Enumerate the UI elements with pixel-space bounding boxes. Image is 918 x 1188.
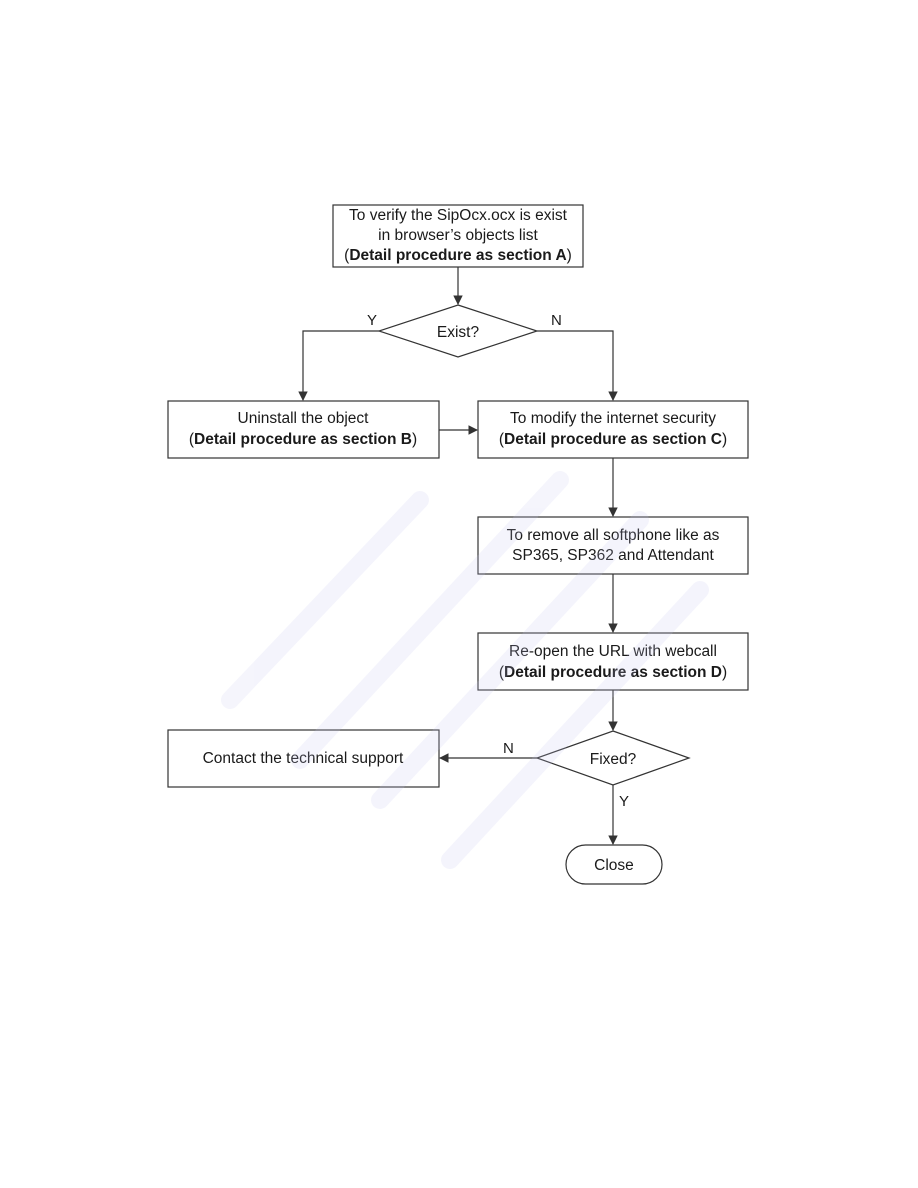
node-verify-line-2: in browser’s objects list xyxy=(378,227,538,244)
node-modify-ref: (Detail procedure as section C) xyxy=(499,431,727,448)
node-uninstall: Uninstall the object (Detail procedure a… xyxy=(167,400,440,459)
node-close-label: Close xyxy=(594,857,634,874)
node-remove-line-2: SP365, SP362 and Attendant xyxy=(512,547,714,564)
node-verify: To verify the SipOcx.ocx is exist in bro… xyxy=(332,204,584,268)
edge-label-exist-no: N xyxy=(551,312,562,329)
node-close: Close xyxy=(565,844,663,885)
node-reopen-line-1: Re-open the URL with webcall xyxy=(509,643,717,660)
edge-label-exist-yes: Y xyxy=(367,312,377,329)
node-exist-decision: Exist? xyxy=(377,304,539,358)
node-verify-ref: (Detail procedure as section A) xyxy=(344,247,572,264)
node-uninstall-line-1: Uninstall the object xyxy=(238,410,370,427)
node-verify-line-1: To verify the SipOcx.ocx is exist xyxy=(349,207,568,224)
node-fixed-decision: Fixed? xyxy=(535,730,691,786)
node-reopen-ref: (Detail procedure as section D) xyxy=(499,664,727,681)
node-remove: To remove all softphone like as SP365, S… xyxy=(477,516,749,575)
node-contact: Contact the technical support xyxy=(167,729,440,788)
node-remove-line-1: To remove all softphone like as xyxy=(507,527,720,544)
node-modify-line-1: To modify the internet security xyxy=(510,410,716,427)
node-reopen: Re-open the URL with webcall (Detail pro… xyxy=(477,632,749,691)
node-contact-line-1: Contact the technical support xyxy=(203,750,404,767)
edge-exist-no-to-modify xyxy=(537,330,618,401)
node-fixed-label: Fixed? xyxy=(590,751,637,768)
node-uninstall-ref: (Detail procedure as section B) xyxy=(189,431,417,448)
edge-exist-yes-to-uninstall xyxy=(298,330,379,401)
edge-label-fixed-no: N xyxy=(503,740,514,757)
node-modify: To modify the internet security (Detail … xyxy=(477,400,749,459)
node-exist-label: Exist? xyxy=(437,324,480,341)
edge-label-fixed-yes: Y xyxy=(619,793,629,810)
